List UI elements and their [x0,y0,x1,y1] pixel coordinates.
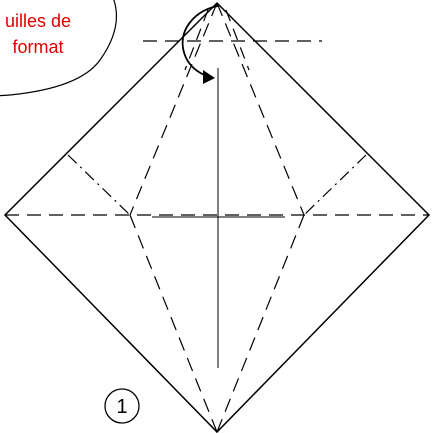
circle-number-icon: 1 [104,388,140,424]
inner-crease-lines [184,9,250,71]
callout-text-line2: format [12,37,63,57]
callout-outline [0,0,118,97]
kite-fold-lines [129,2,305,433]
step-circle [104,388,140,424]
callout-text-line1: uilles de [5,11,71,31]
curved-arrow-icon [181,5,219,84]
center-cross [152,68,285,368]
step-number: 1 [116,396,127,418]
mountain-fold-lines [67,154,367,216]
callout-bubble: uilles de format [0,0,118,97]
